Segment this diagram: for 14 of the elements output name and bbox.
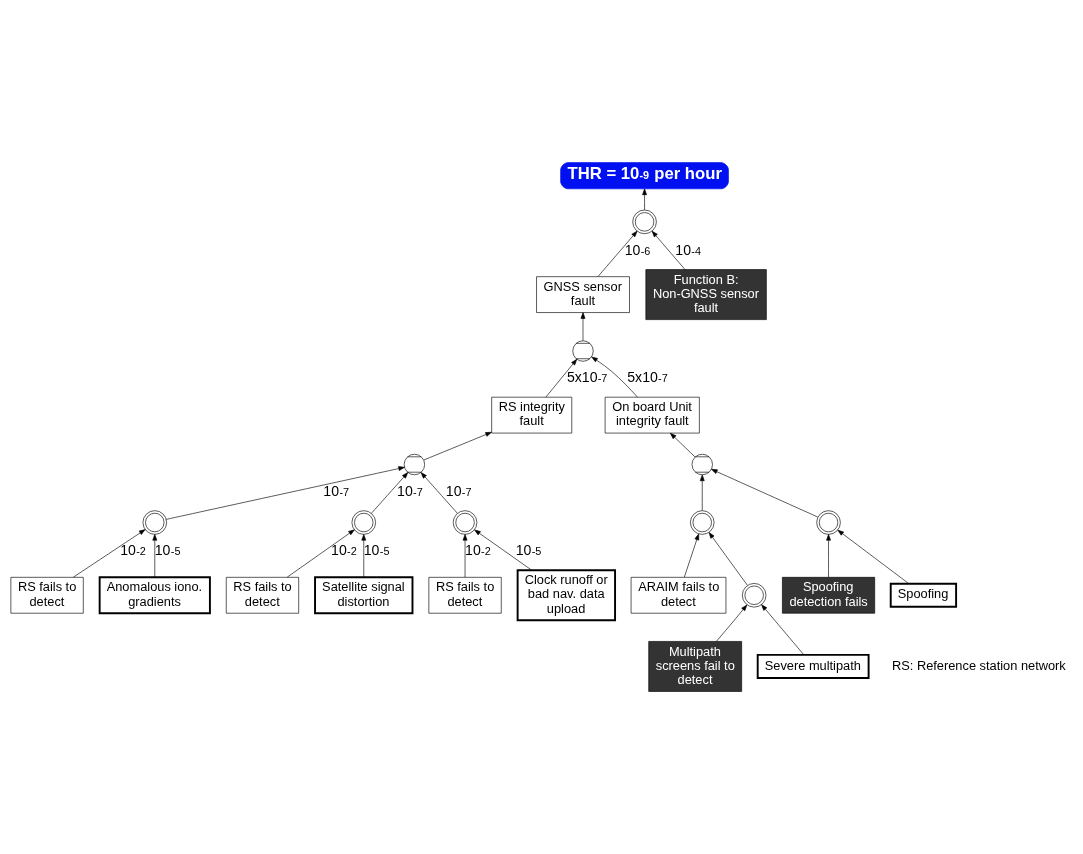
edge-label: 10-5 <box>515 542 542 559</box>
edge-label: 10-6 <box>624 241 651 258</box>
edge-label: 10-2 <box>331 542 357 559</box>
edge-label: 10-7 <box>397 482 423 499</box>
edge-label: 10-5 <box>363 542 390 559</box>
edge-label: 10-7 <box>445 482 472 499</box>
label: RS: Reference station network <box>892 657 1066 673</box>
edge-label: 10-7 <box>323 482 350 499</box>
edge-label: 5x10-7 <box>566 369 608 386</box>
edge-label: 10-2 <box>120 542 146 559</box>
edge-label: 10-4 <box>675 241 702 258</box>
edge-label: 5x10-7 <box>627 369 668 386</box>
edge-label: 10-2 <box>465 542 491 559</box>
edge-label: 10-5 <box>154 542 181 559</box>
